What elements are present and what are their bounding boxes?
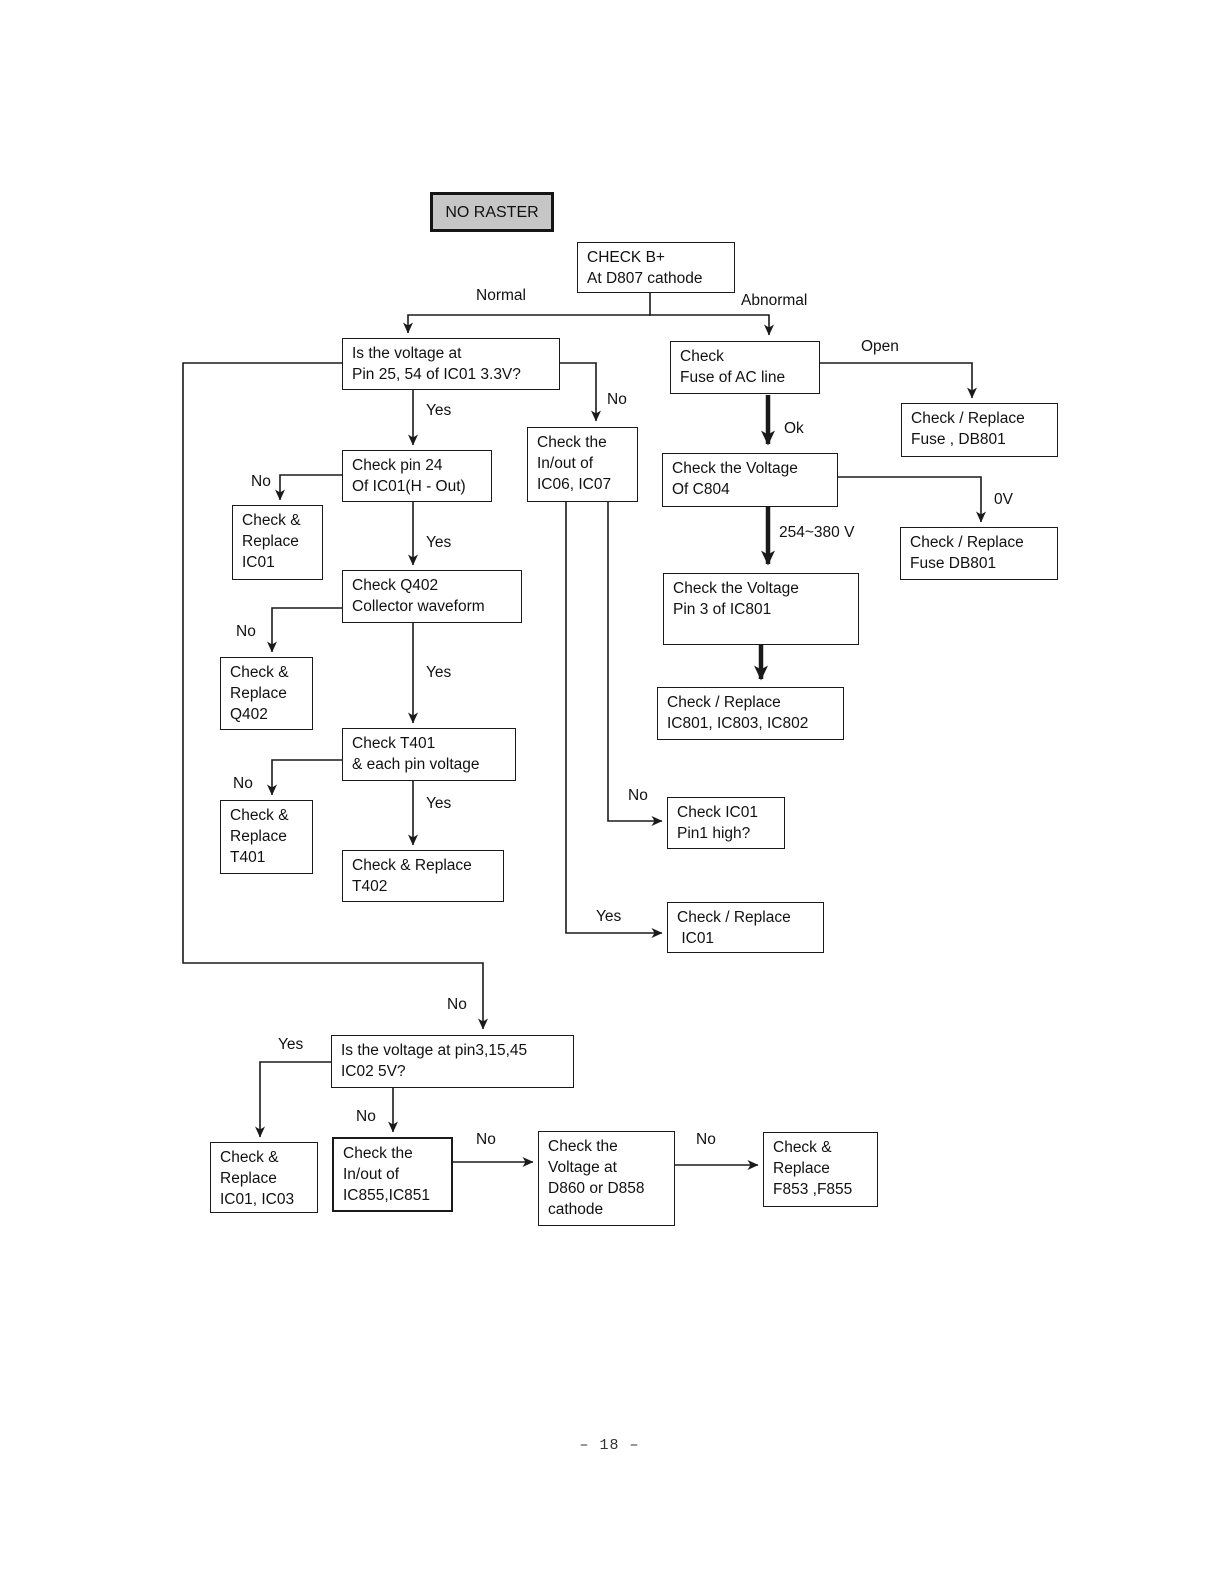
node-replace-ic01-b: Check / Replace IC01 [667,902,824,953]
edge-label-no-ic06: No [607,391,627,408]
node-check-t401: Check T401 & each pin voltage [342,728,516,781]
node-no-raster: NO RASTER [430,192,554,232]
edge-label-yes-q402: Yes [426,534,452,551]
edge-label-yes-cr-ic01: Yes [596,908,622,925]
edge-label-no-ic02: No [447,996,467,1013]
edge-label-0v: 0V [994,491,1013,508]
edge-no-cr-ic01 [275,474,342,501]
node-voltage-ic02-question: Is the voltage at pin3,15,45 IC02 5V? [331,1035,574,1088]
node-check-voltage-ic801: Check the Voltage Pin 3 of IC801 [663,573,859,645]
node-check-io-ic855-ic851: Check the In/out of IC855,IC851 [332,1137,453,1212]
edge-label-yes-cr-ic01-ic03: Yes [278,1036,304,1053]
node-replace-fuse-db801-a: Check / Replace Fuse , DB801 [901,403,1058,457]
node-check-ic01-pin1: Check IC01 Pin1 high? [667,797,785,849]
edge-no-cr-q402 [267,607,342,653]
edge-label-no-cr-ic01: No [251,473,271,490]
node-replace-ic801: Check / Replace IC801, IC803, IC802 [657,687,844,740]
edge-yes-cr-ic01-ic03 [255,1061,331,1138]
edge-label-ok: Ok [784,420,804,437]
edge-label-yes-pin24: Yes [426,402,452,419]
node-replace-ic01: Check & Replace IC01 [232,505,323,580]
edge-label-no-d860: No [476,1131,496,1148]
node-replace-f853-f855: Check & Replace F853 ,F855 [763,1132,878,1207]
node-replace-ic01-ic03: Check & Replace IC01, IC03 [210,1142,318,1213]
edge-label-abnormal: Abnormal [741,292,808,309]
edge-no-cr-t401 [267,759,342,796]
node-replace-fuse-db801-b: Check / Replace Fuse DB801 [900,527,1058,580]
edge-label-254-380v: 254~380 V [779,524,855,541]
edge-yes-cr-ic01b [565,502,663,938]
edge-label-yes-t401: Yes [426,664,452,681]
node-check-voltage-c804: Check the Voltage Of C804 [662,453,838,507]
edge-label-no-cr-t401: No [233,775,253,792]
edge-label-yes-cr-t402: Yes [426,795,452,812]
edge-no-ic06 [560,362,601,422]
node-check-fuse-ac: Check Fuse of AC line [670,341,820,394]
edge-label-normal: Normal [476,287,526,304]
node-voltage-ic01-question: Is the voltage at Pin 25, 54 of IC01 3.3… [342,338,560,390]
edge-open-fuse [820,362,977,399]
edge-label-no-f853: No [696,1131,716,1148]
edge-no-long-to-ic02 [182,362,488,1030]
edge-label-no-ic855: No [356,1108,376,1125]
node-check-voltage-d860: Check the Voltage at D860 or D858 cathod… [538,1131,675,1226]
page-number: – 18 – [579,1437,640,1454]
edge-label-no-cr-q402: No [236,623,256,640]
node-check-pin24: Check pin 24 Of IC01(H - Out) [342,450,492,502]
edge-normal [403,314,651,334]
edge-abnormal [649,314,774,336]
edge-label-no-ic01-pin1: No [628,787,648,804]
node-replace-q402: Check & Replace Q402 [220,657,313,730]
node-check-b-plus: CHECK B+ At D807 cathode [577,242,735,293]
edge-no-ic01-pin1 [607,502,663,826]
node-check-io-ic06-ic07: Check the In/out of IC06, IC07 [527,427,638,502]
node-check-q402: Check Q402 Collector waveform [342,570,522,623]
edge-0v-fuse [838,476,986,523]
node-replace-t402: Check & Replace T402 [342,850,504,902]
edge-label-open: Open [861,338,899,355]
node-replace-t401: Check & Replace T401 [220,800,313,874]
